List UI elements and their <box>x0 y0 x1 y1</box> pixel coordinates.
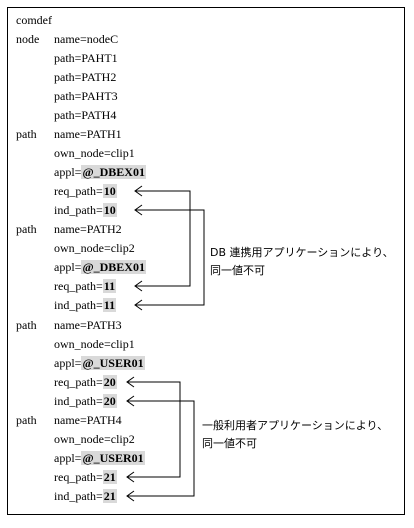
path1-appl-value: @_DBEX01 <box>81 165 146 179</box>
path4-req-path-label: req_path= <box>54 470 103 484</box>
path1-name: name=PATH1 <box>54 127 122 141</box>
path3-ind-path-value: 20 <box>102 394 117 408</box>
path3-keyword: path <box>16 318 37 332</box>
db-note-line1: DB 連携用アプリケーションにより、 <box>210 246 394 259</box>
path4-keyword: path <box>16 413 37 427</box>
path3-req-path: req_path=20 <box>54 375 117 389</box>
path4-appl: appl=@_USER01 <box>54 451 145 465</box>
path3-appl: appl=@_USER01 <box>54 356 145 370</box>
path2-req-path-value: 11 <box>102 279 117 293</box>
path2-ind-path-label: ind_path= <box>54 298 103 312</box>
path3-ind-path-label: ind_path= <box>54 394 103 408</box>
path4-req-path: req_path=21 <box>54 470 117 484</box>
comdef-keyword: comdef <box>16 13 52 27</box>
path4-ind-path-label: ind_path= <box>54 489 103 503</box>
path3-req-path-value: 20 <box>102 375 117 389</box>
node-path-2: path=PATH2 <box>54 70 117 84</box>
path2-appl-label: appl= <box>54 260 82 274</box>
path3-own-node: own_node=clip1 <box>54 337 135 351</box>
path2-ind-path-value: 11 <box>102 298 117 312</box>
path3-appl-value: @_USER01 <box>81 356 145 370</box>
path3-ind-path: ind_path=20 <box>54 394 117 408</box>
path4-appl-label: appl= <box>54 451 82 465</box>
user-note-line2: 同一値不可 <box>202 437 257 450</box>
path2-appl: appl=@_DBEX01 <box>54 260 146 274</box>
db-note: DB 連携用アプリケーションにより、 同一値不可 <box>210 244 394 280</box>
path1-req-path-label: req_path= <box>54 184 103 198</box>
path2-req-path: req_path=11 <box>54 279 117 293</box>
path2-own-node: own_node=clip2 <box>54 241 135 255</box>
path1-req-path-value: 10 <box>102 184 117 198</box>
user-note: 一般利用者アプリケーションにより、 同一値不可 <box>202 417 388 453</box>
path1-own-node: own_node=clip1 <box>54 146 135 160</box>
path2-appl-value: @_DBEX01 <box>81 260 146 274</box>
path3-appl-label: appl= <box>54 356 82 370</box>
path1-appl: appl=@_DBEX01 <box>54 165 146 179</box>
path4-appl-value: @_USER01 <box>81 451 145 465</box>
path2-ind-path: ind_path=11 <box>54 298 117 312</box>
path4-ind-path-value: 21 <box>102 489 117 503</box>
path2-keyword: path <box>16 222 37 236</box>
db-note-line2: 同一値不可 <box>210 264 265 277</box>
user-note-line1: 一般利用者アプリケーションにより、 <box>202 419 389 432</box>
path1-req-path: req_path=10 <box>54 184 117 198</box>
path1-keyword: path <box>16 127 37 141</box>
path1-ind-path-value: 10 <box>102 203 117 217</box>
definition-frame <box>7 7 405 515</box>
node-path-4: path=PATH4 <box>54 108 117 122</box>
path4-req-path-value: 21 <box>102 470 117 484</box>
path1-appl-label: appl= <box>54 165 82 179</box>
path1-ind-path-label: ind_path= <box>54 203 103 217</box>
node-name: name=nodeC <box>54 32 119 46</box>
path2-name: name=PATH2 <box>54 222 122 236</box>
path2-req-path-label: req_path= <box>54 279 103 293</box>
path3-req-path-label: req_path= <box>54 375 103 389</box>
path4-own-node: own_node=clip2 <box>54 432 135 446</box>
path1-ind-path: ind_path=10 <box>54 203 117 217</box>
node-path-3: path=PAHT3 <box>54 89 118 103</box>
path3-name: name=PATH3 <box>54 318 122 332</box>
node-keyword: node <box>16 32 40 46</box>
path4-name: name=PATH4 <box>54 413 122 427</box>
path4-ind-path: ind_path=21 <box>54 489 117 503</box>
node-path-1: path=PAHT1 <box>54 51 118 65</box>
